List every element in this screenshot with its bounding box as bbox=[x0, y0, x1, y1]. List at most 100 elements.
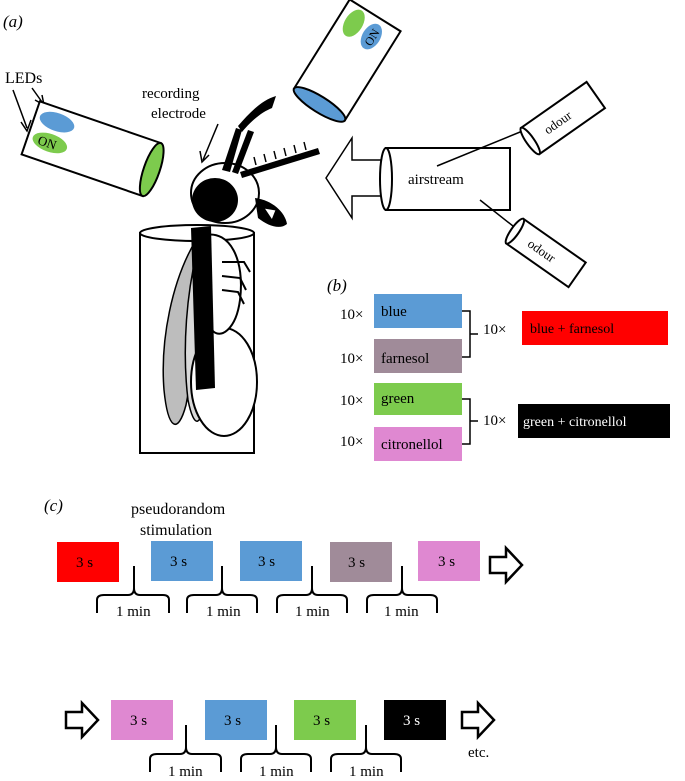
stimulus-row-green: 10× green bbox=[340, 383, 462, 415]
electrode-label-line1: recording bbox=[142, 86, 200, 102]
interval-brace bbox=[240, 725, 312, 772]
row1-block-1: 3 s bbox=[57, 542, 119, 582]
stimulus-block bbox=[57, 542, 119, 582]
interval-brace bbox=[366, 566, 438, 613]
stimulus-block bbox=[151, 541, 213, 581]
stimulus-name: farnesol bbox=[381, 351, 429, 367]
row2-block-1: 3 s bbox=[111, 700, 173, 740]
stimulus-duration: 3 s bbox=[76, 555, 93, 571]
combo-count: 10× bbox=[483, 322, 506, 338]
stimulus-block bbox=[111, 700, 173, 740]
combo-row-blue-farnesol: 10× blue + farnesol bbox=[483, 311, 668, 345]
top-green-led bbox=[342, 9, 365, 37]
stimulus-count: 10× bbox=[340, 434, 363, 450]
left-blue-led bbox=[39, 111, 75, 133]
stimulus-count: 10× bbox=[340, 307, 363, 323]
stimulus-block bbox=[294, 700, 356, 740]
tape-strip bbox=[191, 226, 215, 390]
stimulus-duration: 3 s bbox=[438, 554, 455, 570]
leds-arrows bbox=[12, 87, 46, 133]
continue-arrow-row2-start bbox=[64, 699, 100, 741]
combo-row-green-citronellol: 10× green + citronellol bbox=[483, 404, 670, 438]
panel-c-label: (c) bbox=[44, 496, 63, 515]
leds-label: LEDs bbox=[5, 70, 42, 87]
row2-block-3: 3 s bbox=[294, 700, 356, 740]
interval-label: 1 min bbox=[168, 764, 203, 780]
panel-a-label: (a) bbox=[3, 12, 23, 31]
stimulus-swatch bbox=[374, 294, 462, 328]
stimulus-name: citronellol bbox=[381, 437, 443, 453]
stimulus-name: green bbox=[381, 391, 415, 407]
electrode-label-line2: electrode bbox=[151, 106, 206, 122]
interval-label: 1 min bbox=[206, 604, 241, 620]
combo-name: green + citronellol bbox=[523, 415, 627, 430]
antenna-left bbox=[222, 128, 242, 172]
row1-block-2: 3 s bbox=[151, 541, 213, 581]
left-green-led bbox=[32, 132, 68, 154]
left-led-on-label: ON bbox=[36, 132, 59, 152]
bracket-green-citronellol bbox=[462, 398, 478, 445]
interval-brace bbox=[330, 725, 402, 772]
bracket-blue-farnesol bbox=[462, 310, 478, 358]
continue-arrow-row2-end bbox=[460, 699, 496, 741]
combo-count: 10× bbox=[483, 413, 506, 429]
stimulus-block bbox=[384, 700, 446, 740]
interval-label: 1 min bbox=[384, 604, 419, 620]
airstream-label: airstream bbox=[408, 172, 464, 188]
stimulus-count: 10× bbox=[340, 393, 363, 409]
airflow-arrow bbox=[325, 135, 385, 221]
top-blue-led bbox=[360, 23, 382, 50]
antenna-tip bbox=[238, 96, 276, 132]
odour-top-line bbox=[436, 129, 526, 167]
legs bbox=[221, 261, 251, 305]
stimulus-block bbox=[240, 541, 302, 581]
left-led-tube: ON bbox=[20, 100, 165, 198]
interval-brace bbox=[186, 566, 258, 613]
stimulus-duration: 3 s bbox=[348, 555, 365, 571]
row1-block-3: 3 s bbox=[240, 541, 302, 581]
continue-arrow-row1 bbox=[488, 544, 524, 586]
stimulus-duration: 3 s bbox=[403, 713, 420, 729]
row2-intervals bbox=[149, 725, 402, 772]
stimulus-swatch bbox=[374, 427, 462, 461]
stimulus-duration: 3 s bbox=[170, 554, 187, 570]
interval-label: 1 min bbox=[349, 764, 384, 780]
stimulus-duration: 3 s bbox=[224, 713, 241, 729]
pseudorandom-label: pseudorandom bbox=[131, 501, 226, 518]
interval-brace bbox=[149, 725, 222, 772]
odour-bottom-line bbox=[479, 199, 519, 231]
interval-label: 1 min bbox=[295, 604, 330, 620]
mosquito bbox=[162, 96, 320, 437]
antenna-right bbox=[240, 148, 320, 178]
interval-brace bbox=[96, 566, 170, 613]
stimulus-swatch bbox=[374, 383, 462, 415]
row2-block-4: 3 s bbox=[384, 700, 446, 740]
combo-name: blue + farnesol bbox=[530, 322, 614, 337]
row1-block-4: 3 s bbox=[330, 542, 392, 582]
stimulus-duration: 3 s bbox=[313, 713, 330, 729]
stimulus-duration: 3 s bbox=[258, 554, 275, 570]
stimulus-row-citronellol: 10× citronellol bbox=[340, 427, 462, 461]
stimulus-block bbox=[205, 700, 267, 740]
airstream-tube: airstream bbox=[379, 147, 511, 211]
odour-bottom-tube: odour bbox=[504, 217, 588, 289]
stimulation-label: stimulation bbox=[140, 522, 212, 539]
stimulus-block bbox=[330, 542, 392, 582]
panel-b-label: (b) bbox=[327, 276, 347, 295]
stimulus-duration: 3 s bbox=[130, 713, 147, 729]
odour-top-tube: odour bbox=[519, 80, 607, 156]
electrode-arrow bbox=[199, 123, 219, 164]
stimulus-swatch bbox=[374, 339, 462, 373]
combo-swatch bbox=[522, 311, 668, 345]
stimulus-name: blue bbox=[381, 304, 407, 320]
row1-intervals bbox=[96, 566, 438, 613]
interval-brace bbox=[276, 566, 348, 613]
top-led-tube: ON bbox=[292, 0, 402, 123]
row2-block-2: 3 s bbox=[205, 700, 267, 740]
stimulus-row-farnesol: 10× farnesol bbox=[340, 339, 462, 373]
etc-label: etc. bbox=[468, 745, 489, 761]
stimulus-row-blue: 10× blue bbox=[340, 294, 462, 328]
interval-label: 1 min bbox=[116, 604, 151, 620]
combo-swatch bbox=[518, 404, 670, 438]
